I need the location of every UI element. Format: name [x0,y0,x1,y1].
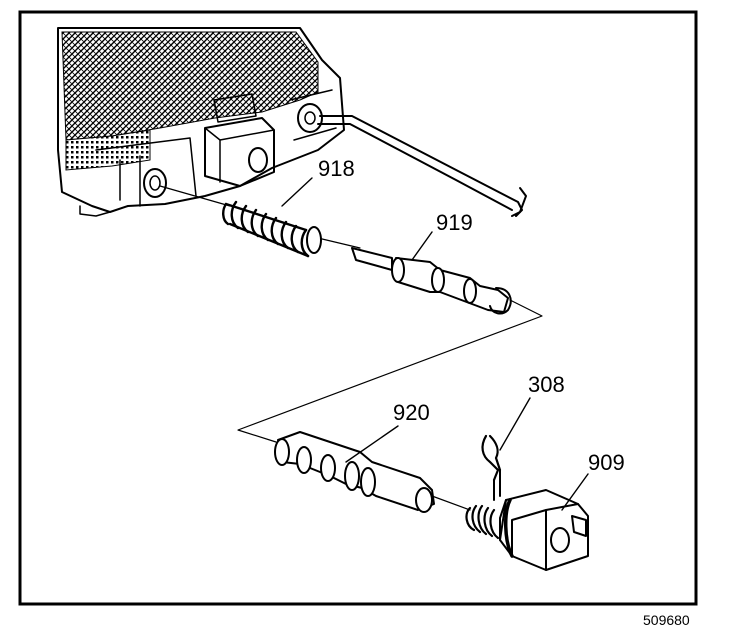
callout-920: 920 [393,400,430,425]
retainer-clip-308 [481,434,502,501]
valve-919 [351,247,512,315]
figure-id: 509680 [643,612,690,628]
leader-918 [281,177,313,207]
leader-909 [561,473,589,511]
diagram-border [18,10,698,606]
alignment-line [159,185,543,511]
callout-909: 909 [588,450,625,475]
valve-body-housing [57,27,345,217]
leader-920 [345,425,399,463]
callout-308: 308 [528,372,565,397]
valve-920 [274,431,435,513]
solenoid-909 [465,489,589,571]
leader-919 [411,231,433,261]
spring-918 [222,200,322,258]
callout-919: 919 [436,210,473,235]
callout-918: 918 [318,156,355,181]
leader-308 [499,397,531,451]
